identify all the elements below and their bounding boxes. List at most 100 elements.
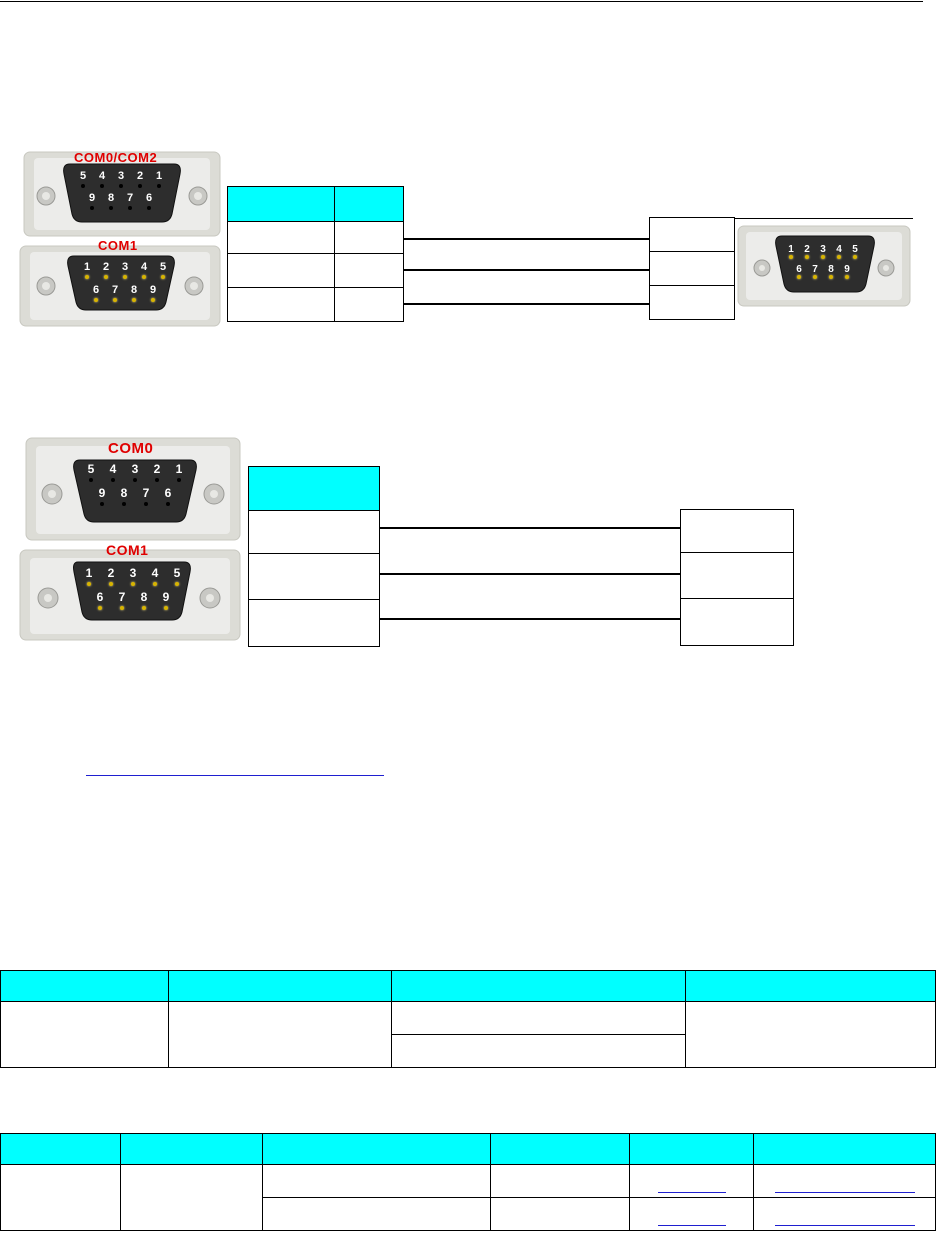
pin-number: 7 [118, 590, 126, 604]
pin-number: 9 [844, 264, 850, 275]
table-header-cell [391, 970, 686, 1002]
table-cell-link[interactable] [753, 1164, 936, 1198]
remote-signal-cell [649, 285, 735, 320]
table-cell [490, 1164, 630, 1198]
wire-line [379, 618, 681, 620]
pin-contact [142, 275, 146, 279]
pin-socket [100, 184, 104, 188]
pin-number: 5 [87, 462, 95, 476]
pin-contact [85, 275, 89, 279]
pin-contact [845, 275, 849, 279]
pin-number: 7 [126, 192, 134, 204]
pin-socket [128, 206, 132, 210]
pin-number: 8 [107, 192, 115, 204]
pin-socket [119, 184, 123, 188]
pin-number: 9 [162, 590, 170, 604]
pin-number: 8 [828, 264, 834, 275]
pin-number: 5 [852, 244, 858, 255]
table-cell [168, 1001, 392, 1068]
pin-socket [89, 478, 93, 482]
pin-number: 6 [796, 264, 802, 275]
pin-number: 9 [149, 284, 157, 296]
connector-com0-com2: COM0/COM2 5 4 3 2 1 9 8 7 6 [22, 150, 222, 238]
signal-table-cell [248, 510, 380, 554]
pin-number: 4 [151, 566, 159, 580]
table-header-cell [490, 1133, 630, 1165]
pin-number: 5 [159, 261, 167, 273]
remote-db9-connector: 1 2 3 4 5 6 7 8 9 [736, 224, 912, 308]
signal-table-cell [227, 287, 335, 322]
pin-socket [133, 478, 137, 482]
table-cell-link[interactable] [629, 1164, 754, 1198]
pin-contact [109, 582, 113, 586]
pin-number: 4 [109, 462, 117, 476]
pin-number: 1 [788, 244, 794, 255]
wire-line [379, 527, 681, 529]
pin-socket [157, 184, 161, 188]
table-header-cell [685, 970, 936, 1002]
spec-table-2 [0, 1133, 936, 1231]
pin-number: 9 [98, 486, 106, 500]
signal-table-header-cell [248, 466, 380, 511]
pin-number: 4 [98, 170, 106, 182]
pin-socket [138, 184, 142, 188]
wire-line [379, 573, 681, 575]
link-underline[interactable] [774, 1224, 915, 1226]
signal-table-header-cell [334, 186, 404, 222]
table-cell [262, 1197, 491, 1231]
table-header-cell [120, 1133, 263, 1165]
table-cell-link[interactable] [753, 1197, 936, 1231]
table-header-cell [629, 1133, 754, 1165]
pin-contact [151, 298, 155, 302]
pin-contact [94, 298, 98, 302]
pin-socket [147, 206, 151, 210]
pin-number: 7 [142, 486, 150, 500]
pin-contact [837, 255, 841, 259]
pin-contact [164, 606, 168, 610]
db9-connector-shell [737, 225, 911, 307]
connector-label: COM1 [98, 238, 138, 253]
pin-number: 5 [79, 170, 87, 182]
pin-number: 2 [804, 244, 810, 255]
pin-socket [90, 206, 94, 210]
link-underline[interactable] [657, 1191, 726, 1193]
link-underline[interactable] [774, 1191, 915, 1193]
pin-contact [821, 255, 825, 259]
pin-number: 6 [96, 590, 104, 604]
wire-line [403, 269, 649, 271]
pin-socket [144, 502, 148, 506]
pin-number: 3 [129, 566, 137, 580]
pin-socket [81, 184, 85, 188]
connector-com1: COM1 1 2 3 4 5 6 7 8 9 [18, 542, 242, 642]
table-cell-link[interactable] [629, 1197, 754, 1231]
pin-number: 2 [107, 566, 115, 580]
pin-number: 4 [836, 244, 842, 255]
signal-table-cell [227, 253, 335, 288]
pin-number: 8 [130, 284, 138, 296]
table-header-cell [262, 1133, 491, 1165]
db9-male-shell [19, 245, 221, 327]
remote-signal-cell [680, 509, 794, 553]
pin-number: 3 [131, 462, 139, 476]
db9-female-shell [25, 437, 241, 541]
pin-contact [113, 298, 117, 302]
hyperlink-underline[interactable] [86, 775, 384, 776]
pin-contact [805, 255, 809, 259]
link-underline[interactable] [657, 1224, 726, 1226]
table-cell [391, 1034, 686, 1068]
remote-signal-cell [649, 251, 735, 286]
table-header-cell [0, 1133, 121, 1165]
pin-contact [104, 275, 108, 279]
connector-label: COM0 [108, 440, 154, 457]
table-header-cell [753, 1133, 936, 1165]
pin-contact [829, 275, 833, 279]
pin-socket [166, 502, 170, 506]
pin-number: 2 [136, 170, 144, 182]
pin-number: 8 [140, 590, 148, 604]
remote-signal-cell [680, 552, 794, 599]
signal-table-cell [334, 253, 404, 288]
pin-contact [853, 255, 857, 259]
connector-label: COM0/COM2 [74, 150, 158, 165]
signal-table-cell [248, 599, 380, 647]
pin-socket [155, 478, 159, 482]
